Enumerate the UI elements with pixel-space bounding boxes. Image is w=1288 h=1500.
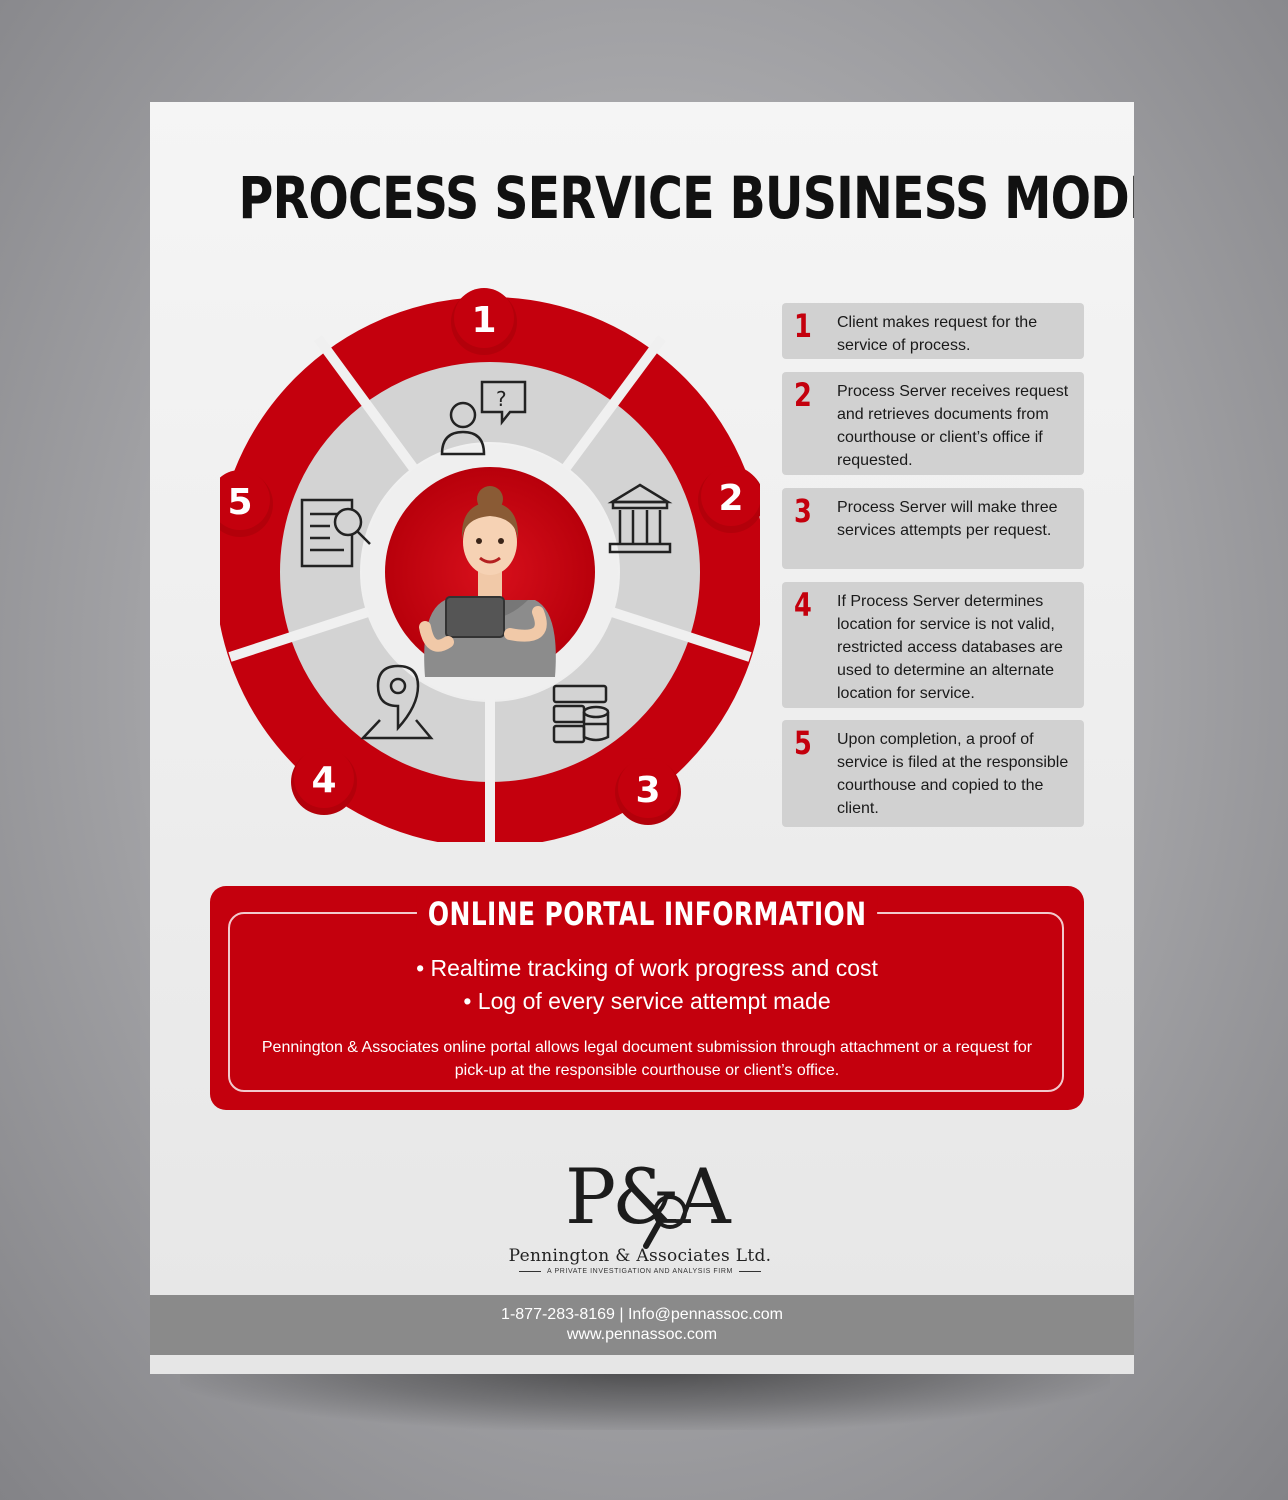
portal-bullet-list: • Realtime tracking of work progress and… — [210, 952, 1084, 1018]
database-server-icon — [552, 684, 610, 744]
wheel-badge-5: 5 — [220, 470, 273, 537]
step-text: Client makes request for the service of … — [837, 314, 1038, 354]
footer-website: www.pennassoc.com — [566, 1326, 718, 1343]
step-text: If Process Server determines location fo… — [837, 593, 1063, 702]
portal-heading: ONLINE PORTAL INFORMATION — [416, 895, 878, 933]
step-number: 4 — [794, 586, 812, 624]
step-number: 2 — [794, 376, 812, 414]
wheel-badge-1: 1 — [451, 288, 517, 355]
map-location-pin-icon — [360, 664, 434, 740]
company-logo: P&A Pennington & Associates Ltd. A PRIVA… — [490, 1152, 790, 1282]
step-text: Process Server will make three services … — [837, 499, 1058, 539]
flyer-page: PROCESS SERVICE BUSINESS MODEL — [150, 102, 1134, 1374]
step-number: 1 — [794, 307, 812, 345]
wheel-badge-4: 4 — [291, 748, 357, 815]
wheel-badge-2-label: 2 — [718, 478, 743, 519]
company-name: Pennington & Associates Ltd. — [508, 1246, 772, 1266]
footer-contact: 1-877-283-8169 | Info@pennassoc.com — [501, 1306, 783, 1323]
magnifier-icon — [643, 1195, 687, 1249]
wheel-badge-3-label: 3 — [635, 770, 660, 811]
page-title: PROCESS SERVICE BUSINESS MODEL — [238, 164, 1134, 232]
step-item-3: 3 Process Server will make three service… — [782, 488, 1084, 569]
step-text: Process Server receives request and retr… — [837, 383, 1069, 469]
company-tagline: A PRIVATE INVESTIGATION AND ANALYSIS FIR… — [490, 1268, 790, 1275]
step-item-1: 1 Client makes request for the service o… — [782, 303, 1084, 359]
portal-bullet: • Realtime tracking of work progress and… — [416, 955, 878, 981]
courthouse-icon — [607, 483, 673, 554]
customer-question-icon: ? — [440, 380, 527, 456]
woman-with-tablet-illustration — [419, 486, 556, 677]
document-search-icon — [300, 498, 371, 568]
step-item-4: 4 If Process Server determines location … — [782, 582, 1084, 708]
wheel-badge-3: 3 — [615, 758, 681, 825]
wheel-badge-2: 2 — [698, 466, 760, 533]
svg-text:?: ? — [496, 387, 507, 411]
online-portal-panel: ONLINE PORTAL INFORMATION • Realtime tra… — [210, 886, 1084, 1110]
process-wheel: ? — [220, 288, 760, 842]
portal-heading-wrap: ONLINE PORTAL INFORMATION — [210, 895, 1084, 933]
step-item-5: 5 Upon completion, a proof of service is… — [782, 720, 1084, 827]
logo-monogram: P&A — [565, 1152, 731, 1241]
portal-bullet: • Log of every service attempt made — [463, 988, 831, 1014]
step-number: 5 — [794, 724, 812, 762]
portal-description: Pennington & Associates online portal al… — [261, 1039, 1033, 1079]
wheel-badge-1-label: 1 — [471, 300, 496, 341]
step-number: 3 — [794, 492, 812, 530]
footer-bar: 1-877-283-8169 | Info@pennassoc.com www.… — [150, 1295, 1134, 1355]
step-text: Upon completion, a proof of service is f… — [837, 731, 1069, 817]
wheel-badge-4-label: 4 — [311, 760, 336, 801]
step-item-2: 2 Process Server receives request and re… — [782, 372, 1084, 475]
wheel-badge-5-label: 5 — [227, 482, 252, 523]
